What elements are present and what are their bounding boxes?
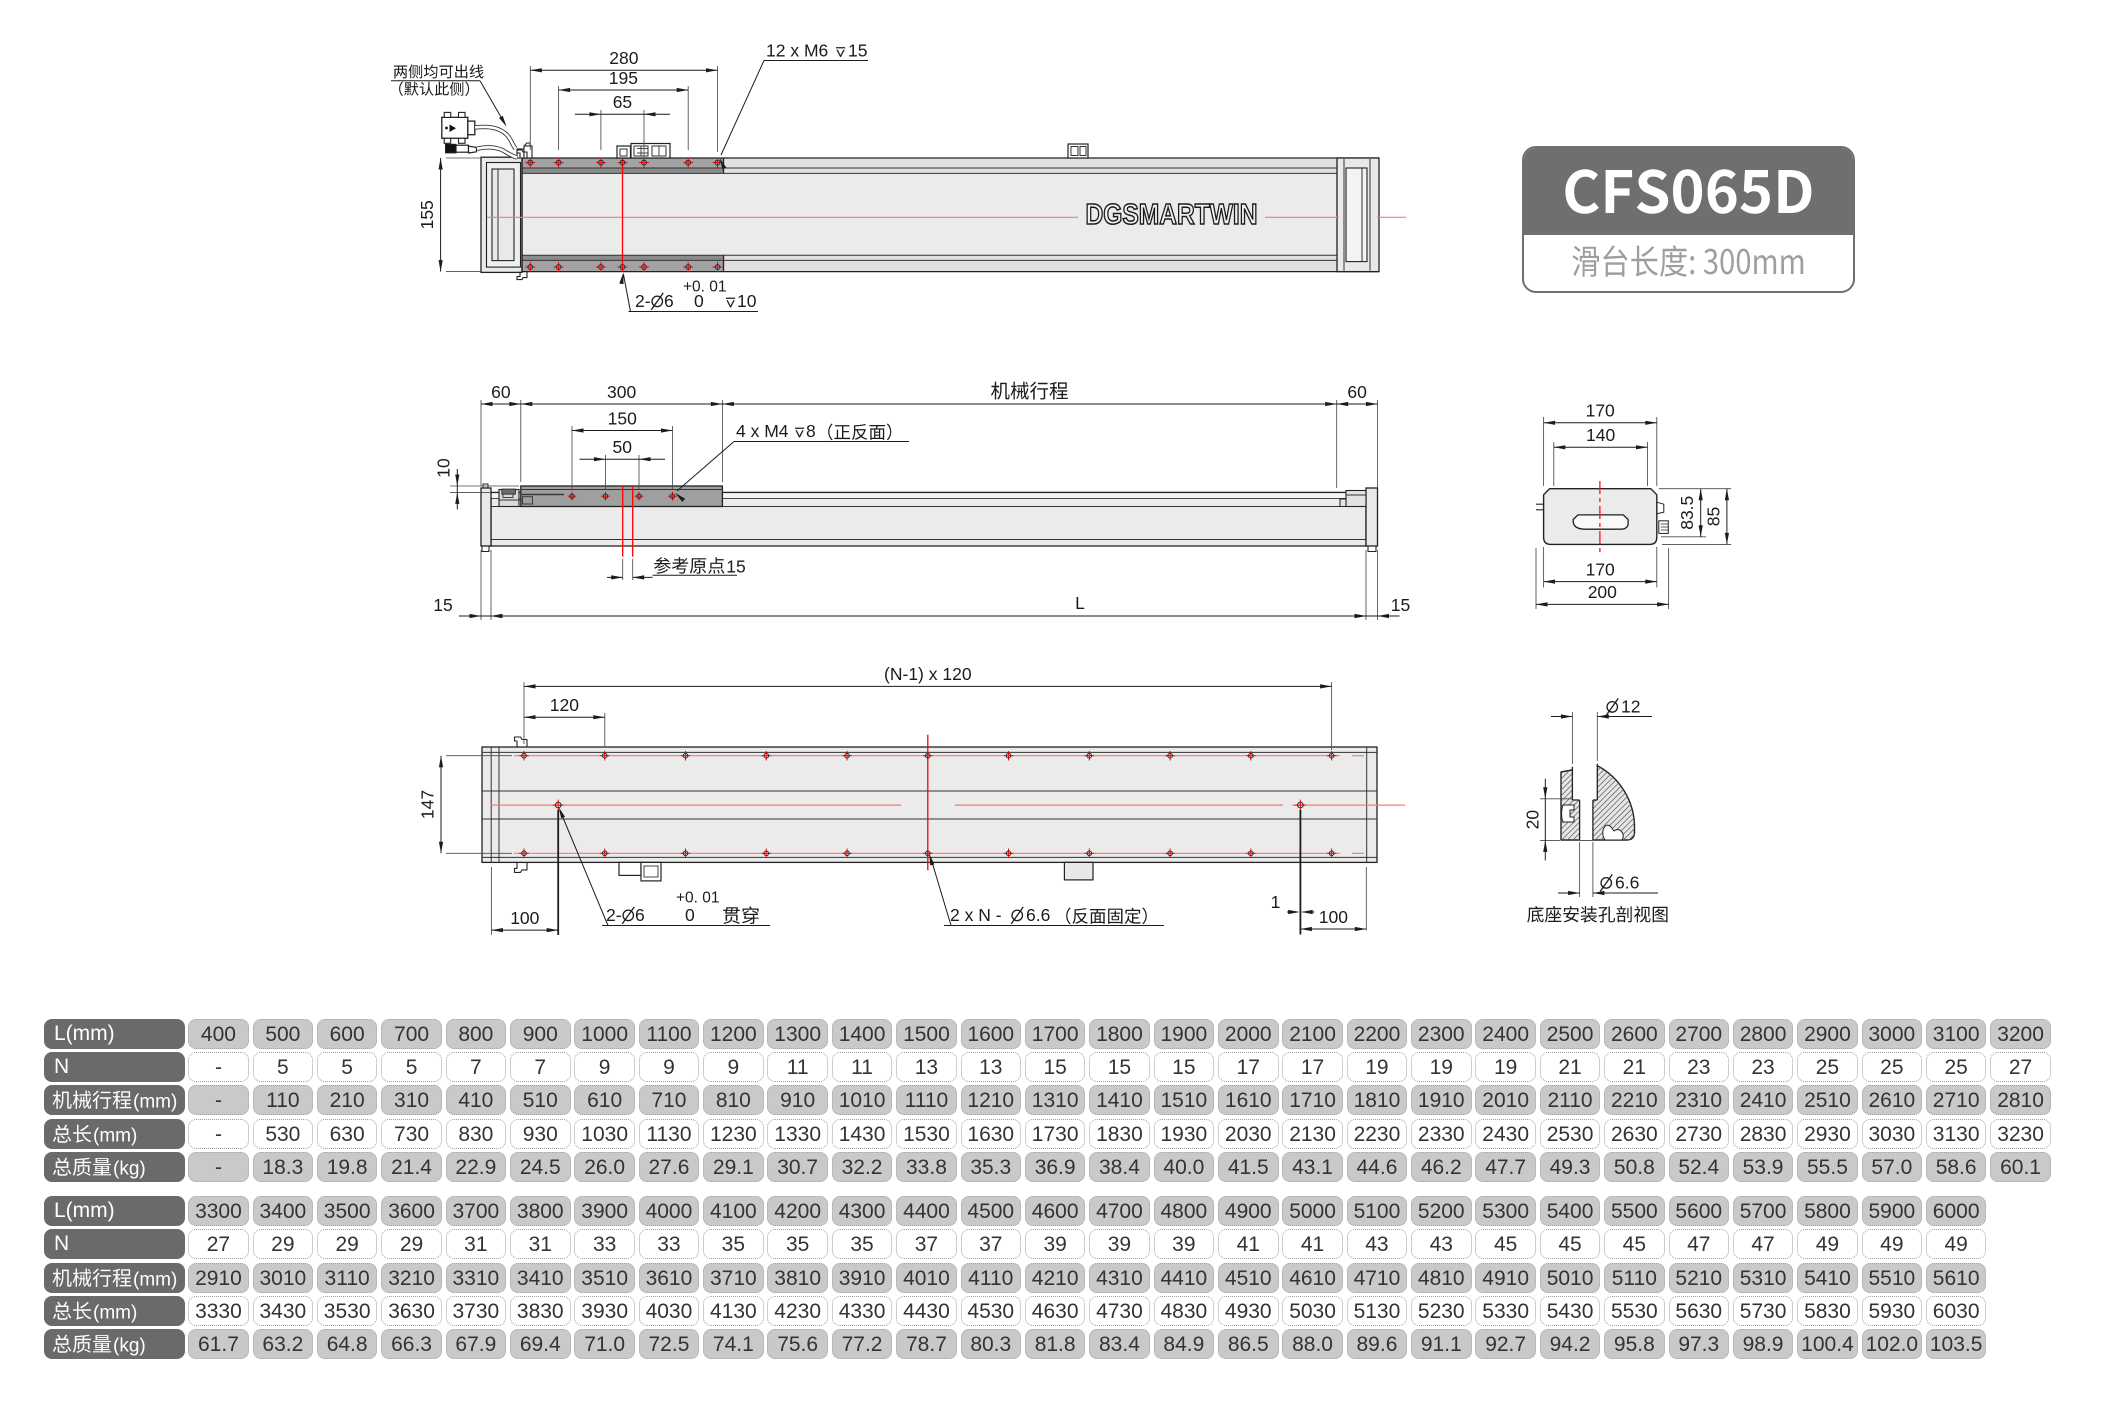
svg-text:1: 1 (1271, 892, 1281, 912)
svg-text:+0. 01: +0. 01 (683, 279, 727, 296)
svg-text:0: 0 (694, 291, 704, 311)
svg-text:195: 195 (609, 68, 638, 88)
svg-text:+0. 01: +0. 01 (676, 890, 720, 907)
svg-text:200: 200 (1588, 582, 1617, 602)
svg-text:12 x M6: 12 x M6 (766, 41, 828, 61)
svg-text:83.5: 83.5 (1677, 496, 1697, 530)
svg-text:6.6: 6.6 (1026, 905, 1050, 925)
svg-text:170: 170 (1586, 559, 1615, 579)
svg-text:50: 50 (613, 437, 633, 457)
svg-text:155: 155 (417, 200, 437, 229)
svg-text:15: 15 (433, 595, 452, 615)
svg-text:DGSMARTWIN: DGSMARTWIN (1086, 199, 1258, 231)
svg-text:10: 10 (737, 291, 757, 311)
svg-text:(kg): (kg) (113, 1158, 146, 1179)
svg-text:4 x M4: 4 x M4 (736, 421, 789, 441)
svg-text:15: 15 (1391, 595, 1410, 615)
svg-text:85: 85 (1703, 507, 1723, 526)
svg-text:120: 120 (550, 695, 579, 715)
svg-text:60: 60 (491, 382, 511, 402)
svg-text:65: 65 (613, 92, 632, 112)
svg-text:15: 15 (726, 556, 745, 576)
svg-text:140: 140 (1586, 425, 1615, 445)
svg-text:100: 100 (510, 908, 539, 928)
svg-text:(N-1) x 120: (N-1) x 120 (884, 664, 972, 684)
svg-text:60: 60 (1347, 382, 1367, 402)
svg-text:(mm): (mm) (133, 1092, 177, 1113)
svg-text:(kg): (kg) (113, 1335, 146, 1356)
svg-text:0: 0 (685, 905, 695, 925)
svg-text:20: 20 (1523, 810, 1543, 830)
svg-text:2-: 2- (606, 905, 622, 925)
svg-text:12: 12 (1621, 697, 1640, 717)
svg-text:(mm): (mm) (133, 1269, 177, 1290)
svg-text:L: L (1075, 593, 1085, 613)
svg-text:(mm): (mm) (93, 1125, 137, 1146)
svg-text:300: 300 (607, 382, 636, 402)
svg-text:10: 10 (434, 458, 454, 478)
svg-text:6: 6 (635, 905, 645, 925)
svg-text:2 x N -: 2 x N - (950, 905, 1002, 925)
svg-text:6: 6 (664, 291, 674, 311)
svg-text:147: 147 (418, 790, 438, 819)
svg-text:170: 170 (1586, 401, 1615, 421)
svg-text:(mm): (mm) (93, 1302, 137, 1323)
svg-text:280: 280 (609, 48, 638, 68)
svg-text:150: 150 (608, 408, 637, 428)
svg-text:8: 8 (806, 421, 816, 441)
svg-text:15: 15 (848, 41, 867, 61)
svg-text:100: 100 (1319, 907, 1348, 927)
svg-text:6.6: 6.6 (1615, 873, 1639, 893)
svg-text:2-: 2- (635, 291, 651, 311)
